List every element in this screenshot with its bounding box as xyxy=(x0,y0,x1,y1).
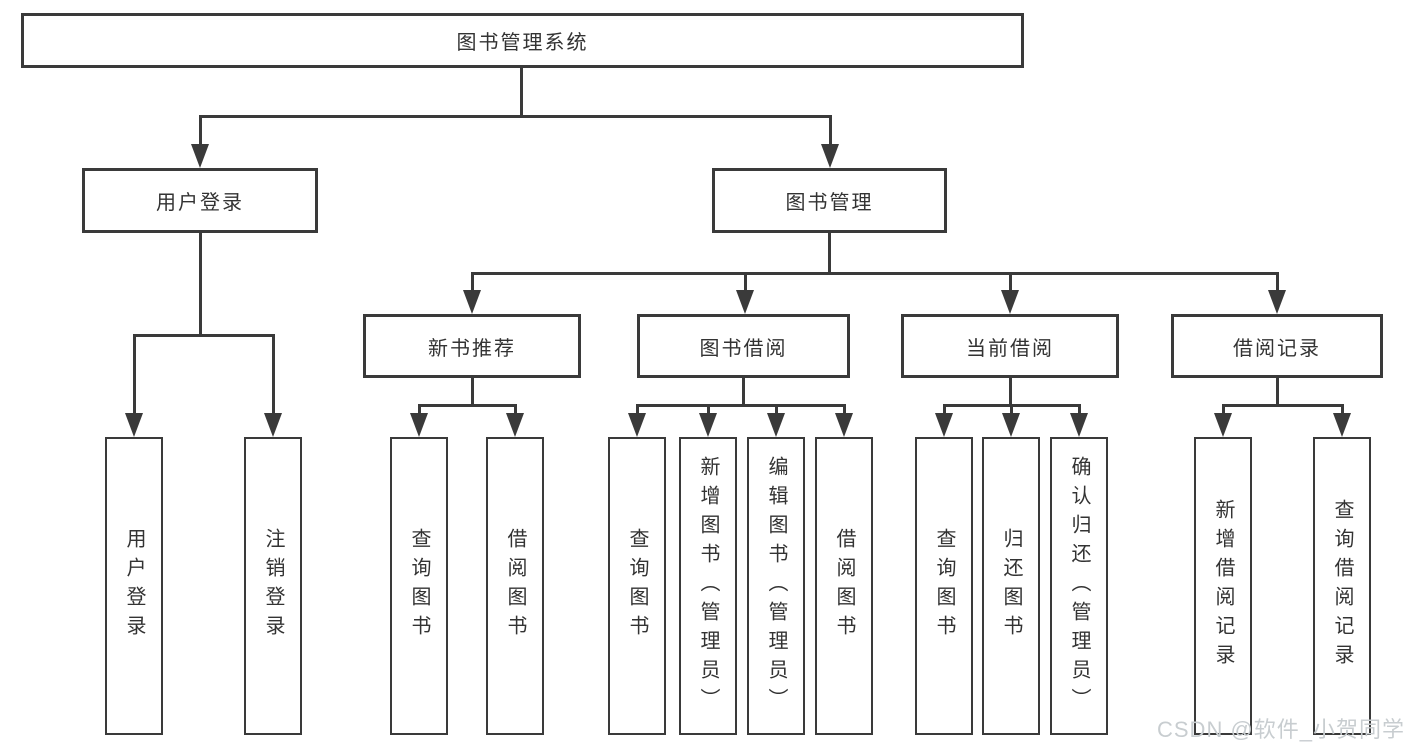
leaf-recommend-borrow-book: 借阅图书 xyxy=(486,437,544,735)
arrow-to-borrow-add-book xyxy=(699,404,717,437)
leaf-borrow-borrow-book: 借阅图书 xyxy=(815,437,873,735)
node-book-borrow: 图书借阅 xyxy=(637,314,850,378)
leaf-borrow-query-book: 查询图书 xyxy=(608,437,666,735)
arrow-to-current-borrow xyxy=(1001,272,1019,314)
node-current-borrow: 当前借阅 xyxy=(901,314,1119,378)
connector-user-login-hbar xyxy=(133,334,275,337)
leaf-current-return-book: 归还图书 xyxy=(982,437,1040,735)
arrow-to-book-management xyxy=(821,115,839,168)
node-borrow-record: 借阅记录 xyxy=(1171,314,1383,378)
arrow-to-leaf-user-login xyxy=(125,334,143,437)
watermark: CSDN @软件_小贺同学 xyxy=(1157,717,1405,742)
connector-book-management-stem xyxy=(828,232,831,274)
connector-book-management-hbar xyxy=(471,272,1279,275)
arrow-to-record-query xyxy=(1333,404,1351,437)
leaf-borrow-edit-book-admin: 编辑图书（管理员） xyxy=(747,437,805,735)
arrow-to-recommend-query-book xyxy=(410,404,428,437)
connector-borrow-stem xyxy=(742,378,745,406)
leaf-current-query-book: 查询图书 xyxy=(915,437,973,735)
arrow-to-user-login xyxy=(191,115,209,168)
arrow-to-current-query-book xyxy=(935,404,953,437)
arrow-to-borrow-edit-book xyxy=(767,404,785,437)
leaf-logout-login: 注销登录 xyxy=(244,437,302,735)
arrow-to-borrow-record xyxy=(1268,272,1286,314)
node-library-management-system: 图书管理系统 xyxy=(21,13,1024,68)
node-book-management: 图书管理 xyxy=(712,168,947,233)
node-user-login: 用户登录 xyxy=(82,168,318,233)
arrow-to-book-borrow xyxy=(736,272,754,314)
arrow-to-borrow-borrow-book xyxy=(835,404,853,437)
connector-root-stem xyxy=(520,68,523,117)
connector-current-stem xyxy=(1009,378,1012,406)
connector-recommend-stem xyxy=(471,378,474,406)
arrow-to-current-confirm-return xyxy=(1070,404,1088,437)
connector-recommend-hbar xyxy=(418,404,517,407)
leaf-user-login: 用户登录 xyxy=(105,437,163,735)
arrow-to-current-return-book xyxy=(1002,404,1020,437)
connector-borrow-hbar xyxy=(636,404,846,407)
connector-user-login-stem xyxy=(199,232,202,336)
leaf-recommend-query-book: 查询图书 xyxy=(390,437,448,735)
arrow-to-new-book-recommend xyxy=(463,272,481,314)
leaf-current-confirm-return-admin: 确认归还（管理员） xyxy=(1050,437,1108,735)
connector-record-hbar xyxy=(1222,404,1344,407)
leaf-borrow-add-book-admin: 新增图书（管理员） xyxy=(679,437,737,735)
connector-root-hbar xyxy=(200,115,831,118)
arrow-to-recommend-borrow-book xyxy=(506,404,524,437)
leaf-record-add-borrow-record: 新增借阅记录 xyxy=(1194,437,1252,735)
connector-record-stem xyxy=(1276,378,1279,406)
node-new-book-recommend: 新书推荐 xyxy=(363,314,581,378)
arrow-to-leaf-logout xyxy=(264,334,282,437)
arrow-to-borrow-query-book xyxy=(628,404,646,437)
arrow-to-record-add xyxy=(1214,404,1232,437)
leaf-record-query-borrow-record: 查询借阅记录 xyxy=(1313,437,1371,735)
